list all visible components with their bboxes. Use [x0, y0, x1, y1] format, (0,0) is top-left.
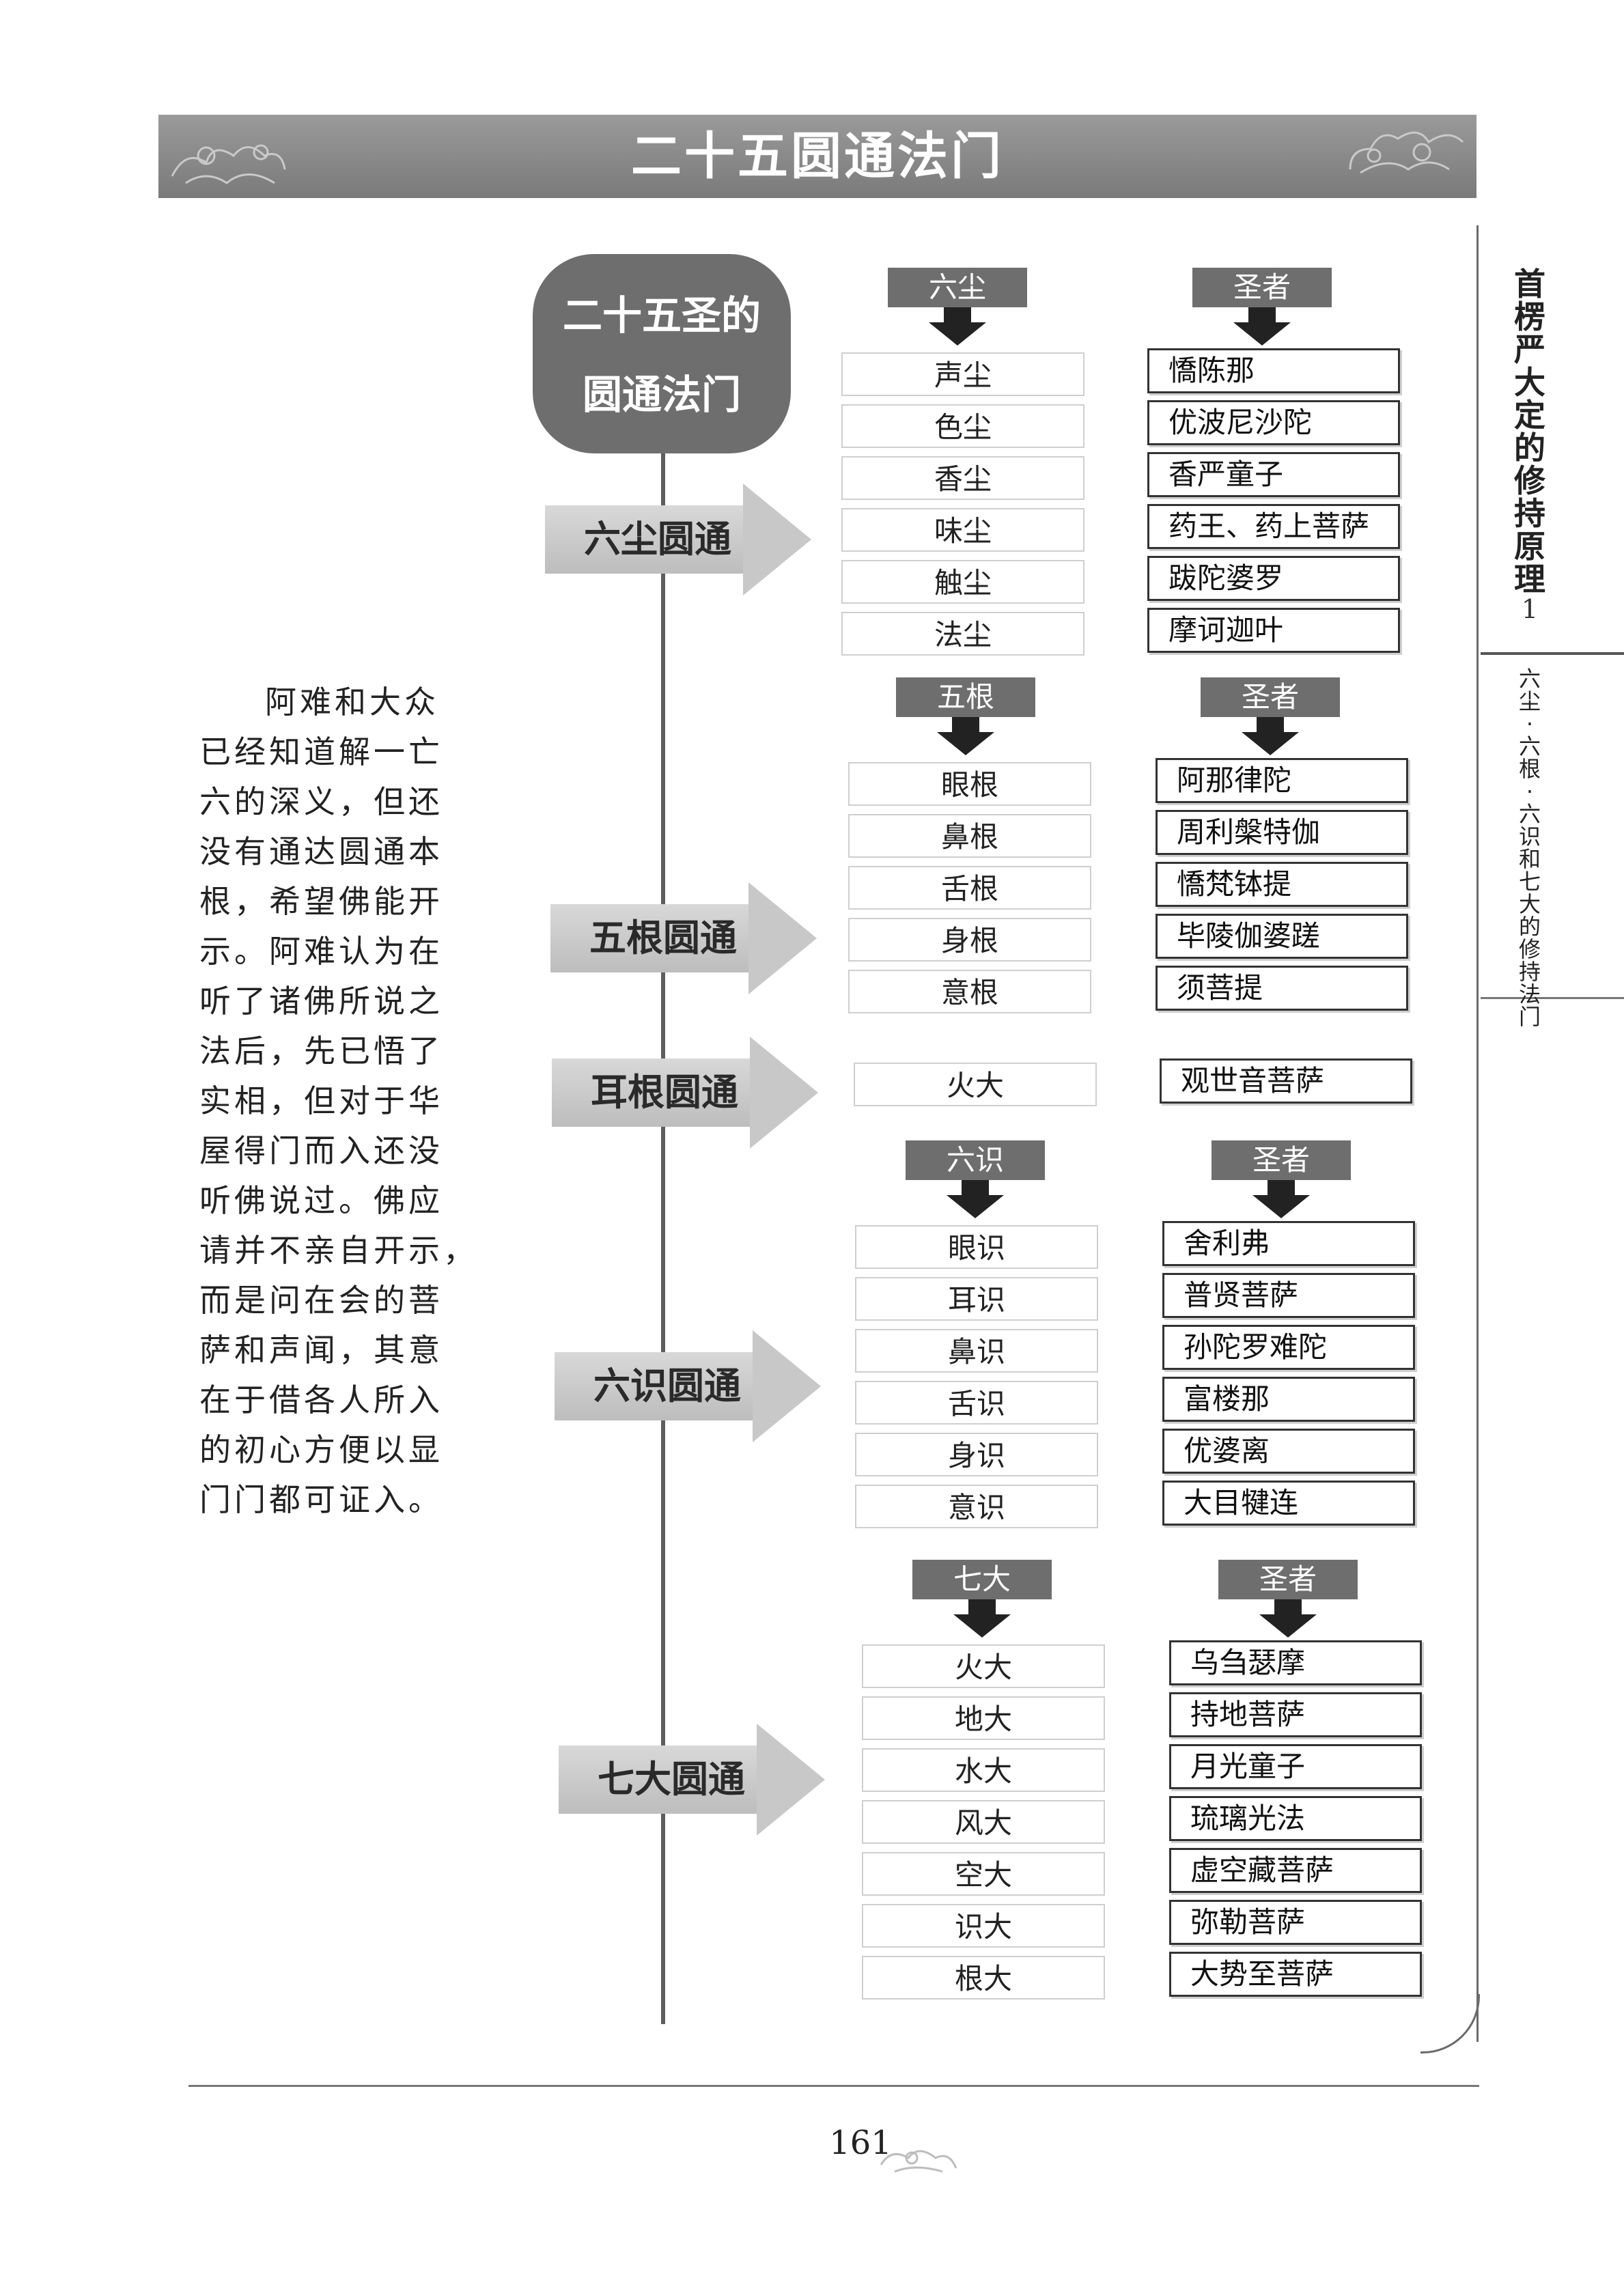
cloud-ornament-left-icon	[171, 144, 286, 184]
header-banner: 二十五圆通法门	[158, 115, 1476, 198]
item-cell: 根大	[862, 1956, 1105, 2000]
item-cell: 味尘	[841, 508, 1084, 552]
sage-cell: 乌刍瑟摩	[1169, 1640, 1422, 1685]
intro-paragraph: 阿难和大众 已经知道解一亡 六的深义，但还 没有通达圆通本 根，希望佛能开 示。…	[199, 684, 478, 1518]
sage-cell: 琉璃光法	[1169, 1796, 1422, 1841]
item-cell: 身根	[848, 918, 1091, 962]
page-number: 161	[829, 2124, 892, 2162]
sage-cell: 毕陵伽婆蹉	[1156, 914, 1408, 959]
sage-cell: 月光童子	[1169, 1744, 1422, 1789]
sage-cell: 优波尼沙陀	[1147, 400, 1400, 445]
sage-cell: 富楼那	[1162, 1377, 1415, 1422]
item-cell: 耳识	[855, 1277, 1098, 1321]
item-cell: 意根	[848, 970, 1091, 1013]
sage-cell: 优婆离	[1162, 1429, 1415, 1474]
sage-cell: 大目犍连	[1162, 1481, 1415, 1526]
cloud-ornament-right-icon	[1349, 131, 1464, 174]
sage-cell: 香严童子	[1147, 452, 1400, 497]
chapter-title: 六尘 ·六 根· 六识 和七 大的 修持 法门	[1518, 666, 1541, 1030]
item-cell: 水大	[862, 1748, 1105, 1792]
item-cell: 舌识	[855, 1381, 1098, 1425]
book-title: 首楞 严大 定的 修持 原理	[1514, 266, 1545, 598]
item-cell: 色尘	[841, 404, 1084, 448]
timeline-spine	[661, 453, 665, 2024]
item-cell: 地大	[862, 1696, 1105, 1740]
item-cell: 鼻识	[855, 1329, 1098, 1373]
sage-cell: 大势至菩萨	[1169, 1952, 1422, 1997]
book-number: 1	[1521, 594, 1539, 624]
sage-cell: 观世音菩萨	[1160, 1058, 1412, 1104]
tab-corner	[1420, 1994, 1480, 2053]
tab-divider	[1481, 652, 1624, 655]
category-header-liushi: 六识	[906, 1140, 1045, 1218]
item-cell: 舌根	[848, 866, 1091, 910]
cloud-ornament-footer-icon	[880, 2150, 957, 2173]
footer-rule	[188, 2085, 1479, 2087]
sage-cell: 虚空藏菩萨	[1169, 1848, 1422, 1893]
category-header-wugen: 五根	[896, 677, 1035, 755]
sage-header-liushi: 圣者	[1212, 1140, 1351, 1218]
item-cell: 香尘	[841, 456, 1084, 500]
page-title: 二十五圆通法门	[631, 127, 1004, 186]
sage-cell: 舍利弗	[1162, 1221, 1415, 1266]
item-cell: 意识	[855, 1485, 1098, 1528]
sage-header-wugen: 圣者	[1201, 677, 1340, 755]
item-cell: 空大	[862, 1852, 1105, 1896]
sage-cell: 摩诃迦叶	[1147, 608, 1400, 653]
sage-cell: 周利槃特伽	[1156, 810, 1408, 855]
item-cell: 鼻根	[848, 814, 1091, 858]
category-header-qida: 七大	[912, 1560, 1052, 1638]
sage-cell: 憍陈那	[1147, 348, 1400, 393]
tab-border	[1476, 225, 1479, 2042]
item-cell: 风大	[862, 1800, 1105, 1844]
sage-cell: 普贤菩萨	[1162, 1273, 1415, 1318]
sage-cell: 药王、药上菩萨	[1147, 504, 1400, 549]
item-cell: 声尘	[841, 352, 1084, 396]
sage-cell: 持地菩萨	[1169, 1692, 1422, 1737]
item-cell: 触尘	[841, 560, 1084, 604]
item-cell: 火大	[854, 1063, 1097, 1106]
sage-header-qida: 圣者	[1218, 1560, 1358, 1638]
sage-cell: 须菩提	[1156, 966, 1408, 1011]
item-cell: 眼识	[855, 1225, 1098, 1269]
item-cell: 识大	[862, 1904, 1105, 1948]
item-cell: 火大	[862, 1644, 1105, 1688]
category-header-liuchen: 六尘	[888, 268, 1027, 346]
sage-cell: 阿那律陀	[1156, 758, 1408, 803]
chart-title: 二十五圣的 圆通法门	[533, 254, 791, 453]
tab-divider-bottom	[1481, 997, 1624, 999]
sage-header-liuchen: 圣者	[1192, 268, 1332, 346]
item-cell: 眼根	[848, 762, 1091, 806]
sage-cell: 跋陀婆罗	[1147, 556, 1400, 601]
item-cell: 法尘	[841, 612, 1084, 656]
sage-cell: 孙陀罗难陀	[1162, 1325, 1415, 1370]
sage-cell: 弥勒菩萨	[1169, 1900, 1422, 1945]
item-cell: 身识	[855, 1433, 1098, 1476]
sage-cell: 憍梵钵提	[1156, 862, 1408, 907]
